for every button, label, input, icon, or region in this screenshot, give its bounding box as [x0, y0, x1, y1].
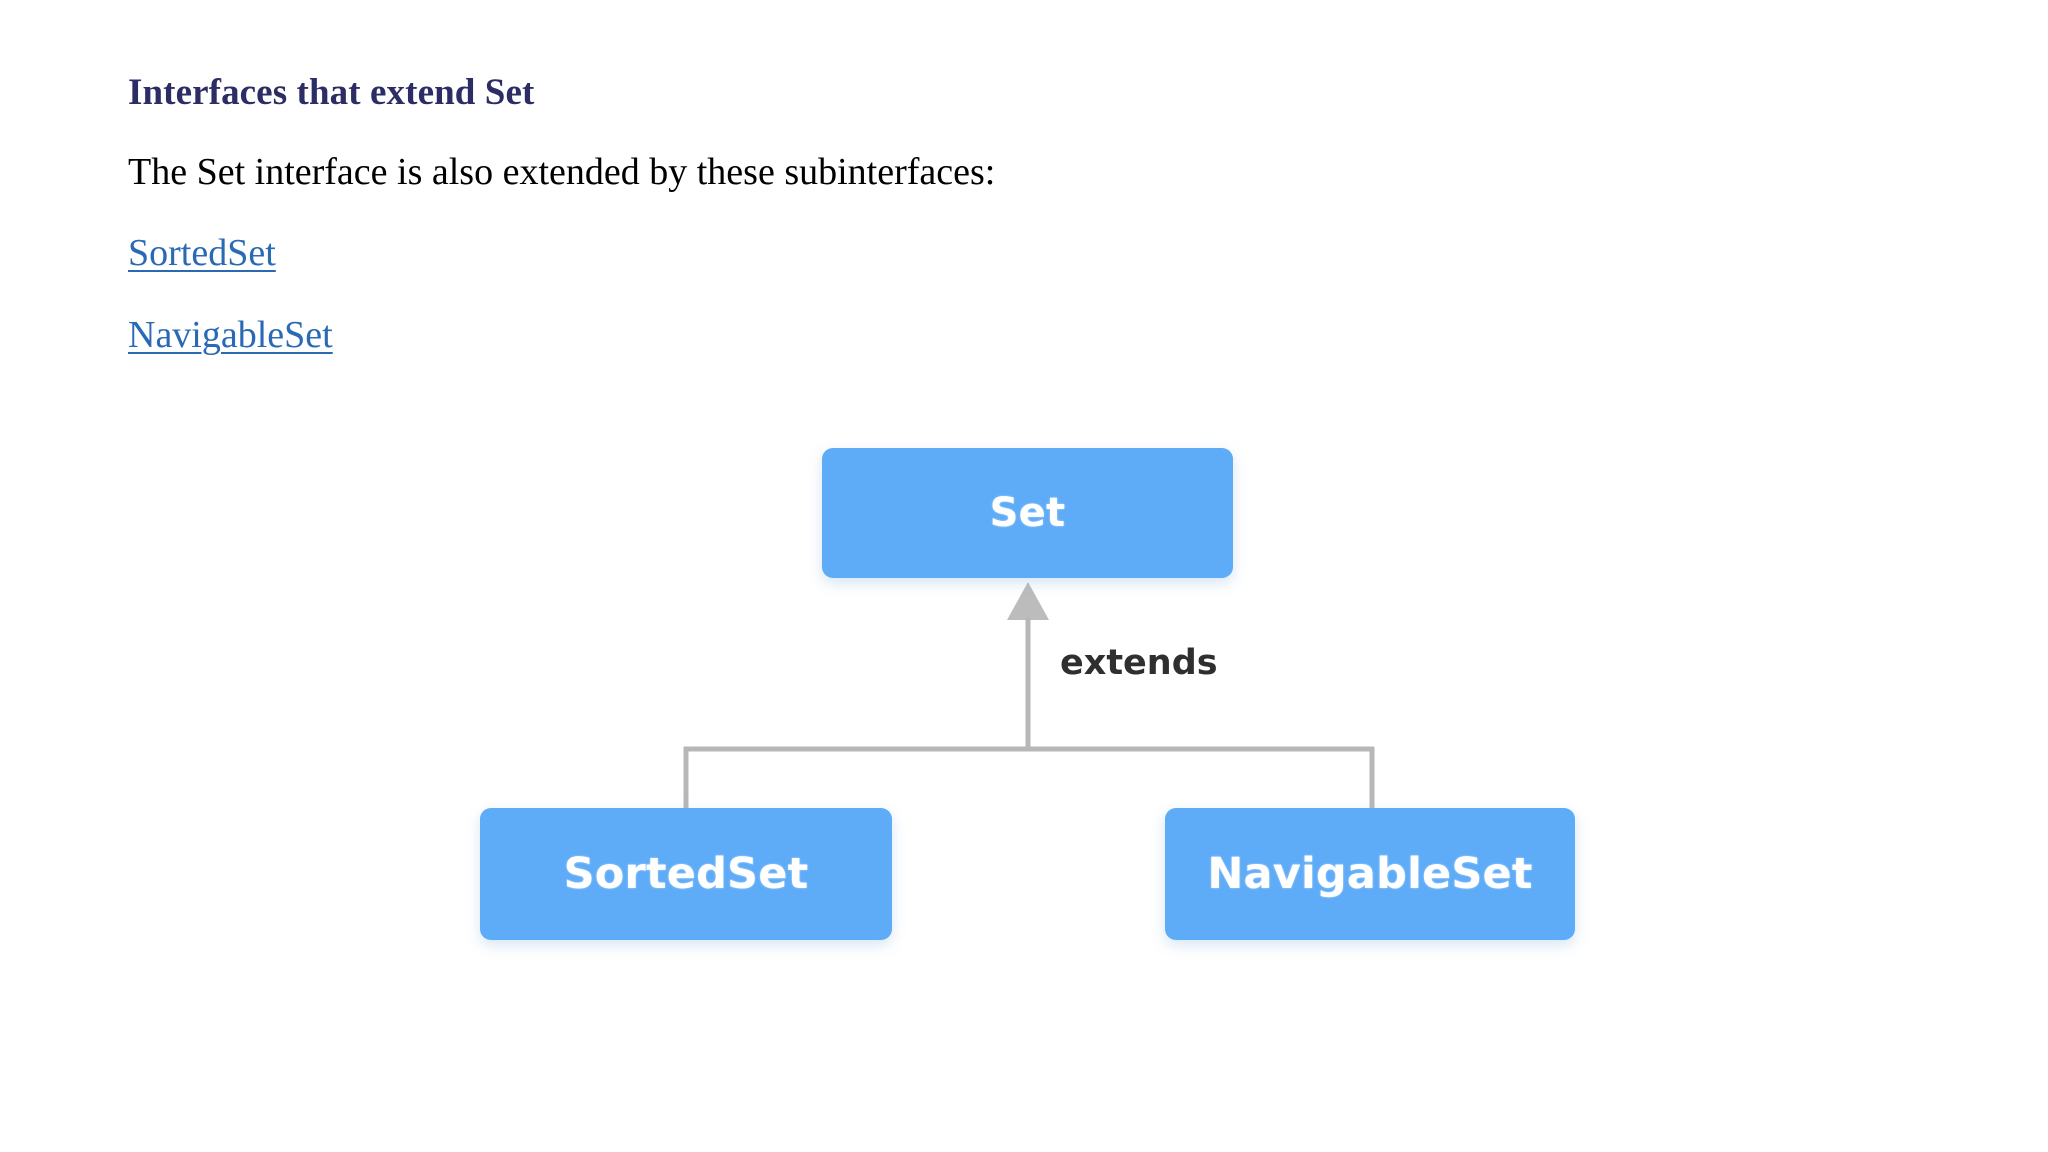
diagram-edge-label-extends: extends — [1060, 643, 1218, 683]
diagram-node-navigableset[interactable]: NavigableSet — [1165, 808, 1575, 940]
diagram-node-set[interactable]: Set — [822, 448, 1233, 578]
link-row-sortedset: SortedSet — [128, 232, 1628, 276]
diagram-node-sortedset[interactable]: SortedSet — [480, 808, 892, 940]
article-text-block: Interfaces that extend Set The Set inter… — [128, 72, 1628, 396]
link-sortedset[interactable]: SortedSet — [128, 232, 276, 275]
page-title: Interfaces that extend Set — [128, 72, 535, 113]
link-navigableset[interactable]: NavigableSet — [128, 313, 333, 356]
link-row-navigableset: NavigableSet — [128, 314, 1628, 358]
extends-arrowhead-icon — [1007, 582, 1049, 620]
diagram-node-navigableset-label: NavigableSet — [1207, 849, 1533, 899]
intro-paragraph: The Set interface is also extended by th… — [128, 150, 996, 193]
diagram-node-set-label: Set — [989, 490, 1066, 536]
diagram-node-sortedset-label: SortedSet — [563, 849, 809, 899]
